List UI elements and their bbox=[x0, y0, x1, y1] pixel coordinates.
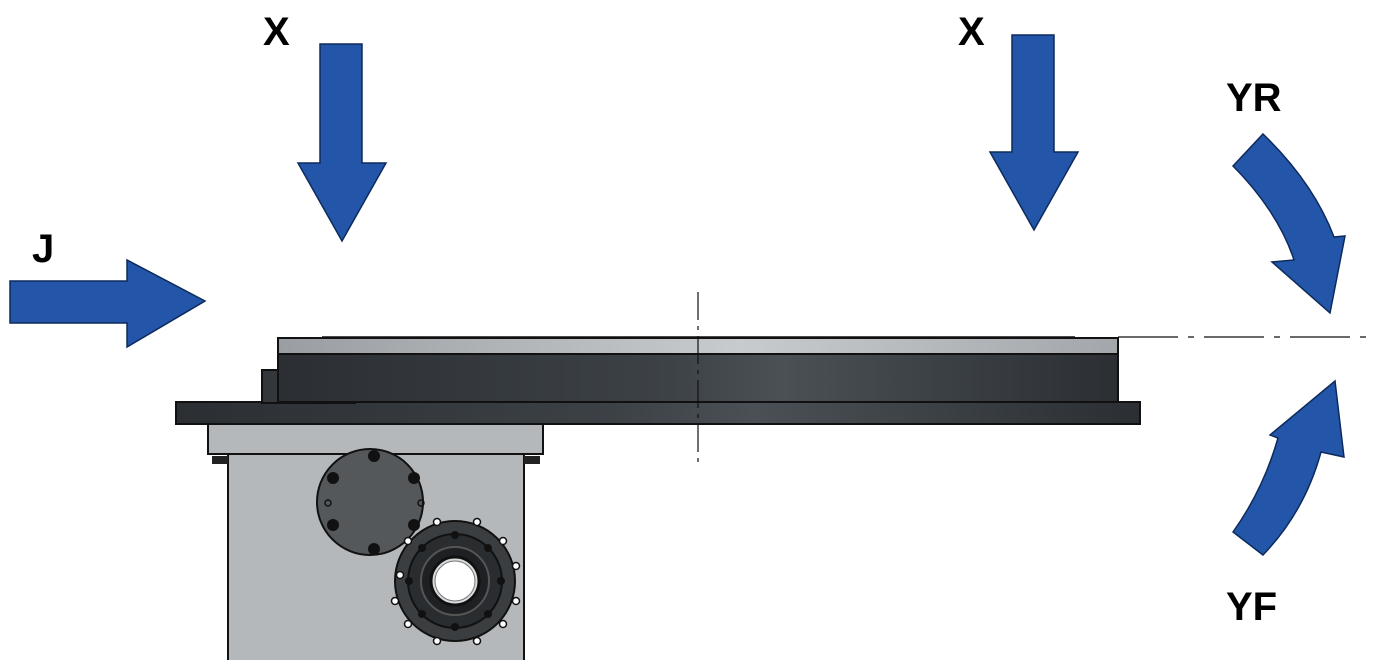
label-x-left: X bbox=[263, 10, 290, 54]
centerlines bbox=[697, 292, 1368, 462]
label-yf: YF bbox=[1226, 585, 1277, 629]
arrow-yf bbox=[1231, 379, 1345, 557]
arrow-j bbox=[9, 258, 207, 349]
arrow-yr bbox=[1231, 132, 1346, 315]
base-flange bbox=[175, 401, 1141, 425]
label-j: J bbox=[32, 227, 54, 271]
output-hub bbox=[390, 517, 521, 646]
cover-plate bbox=[316, 448, 425, 556]
arrow-x-left bbox=[296, 43, 388, 243]
label-yr: YR bbox=[1226, 76, 1282, 120]
label-x-right: X bbox=[958, 10, 985, 54]
arrow-x-right bbox=[988, 34, 1080, 232]
